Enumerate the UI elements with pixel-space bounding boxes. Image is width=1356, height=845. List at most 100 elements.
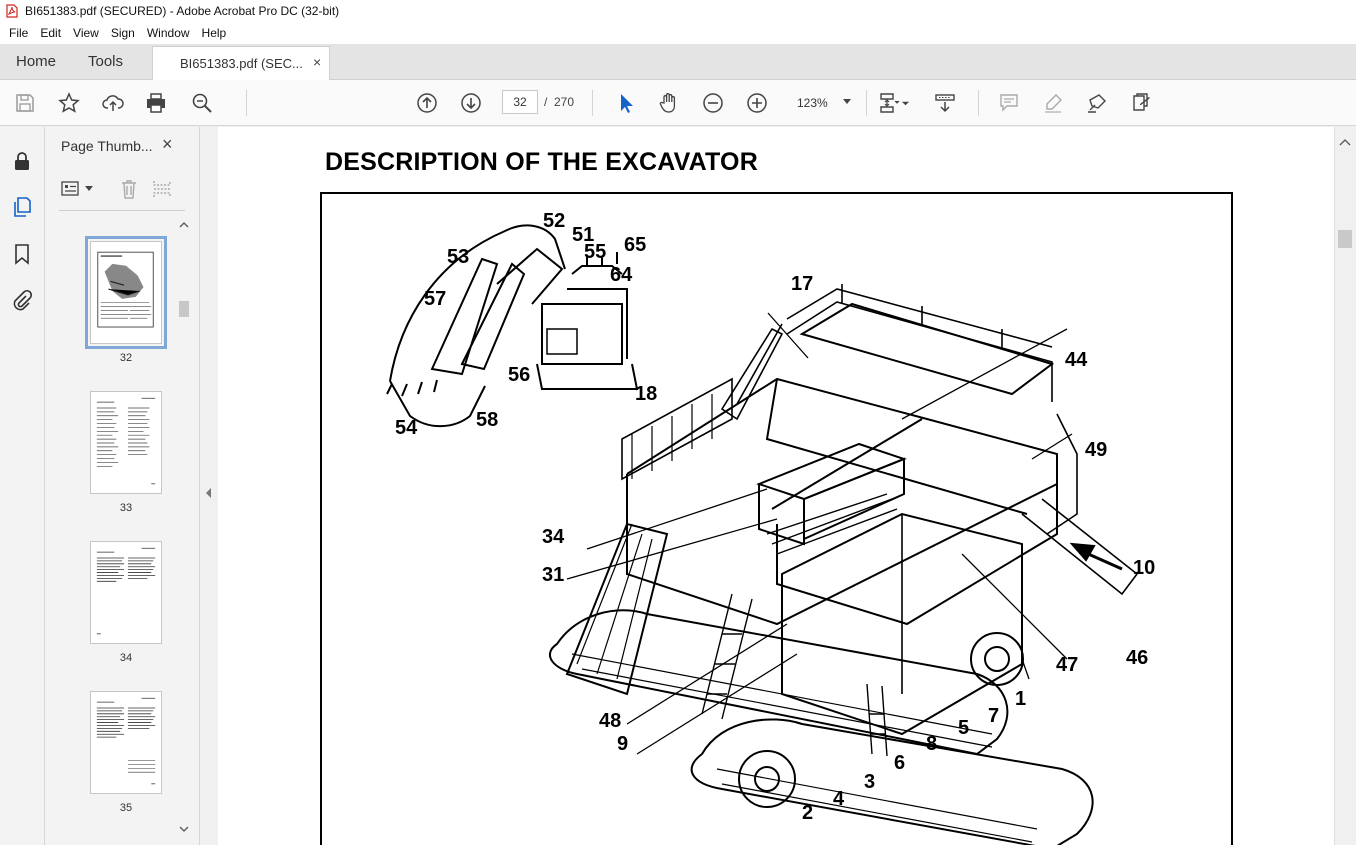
thumbnail-page-35[interactable]: [90, 691, 162, 794]
toolbar-divider: [592, 90, 593, 116]
zoom-out-icon[interactable]: [701, 91, 725, 115]
left-rail: [0, 127, 45, 845]
document-tab-label: BI651383.pdf (SEC...: [180, 56, 303, 71]
zoom-select[interactable]: 123%: [788, 90, 858, 114]
thumbnail-label: 34: [119, 652, 133, 664]
highlight-icon[interactable]: [1041, 91, 1065, 115]
comment-icon[interactable]: [997, 91, 1021, 115]
menu-file[interactable]: File: [9, 26, 29, 40]
save-icon[interactable]: [13, 91, 37, 115]
thumbnail-tools: [59, 177, 185, 201]
sign-icon[interactable]: [1085, 91, 1109, 115]
callout-8: 8: [926, 733, 938, 755]
thumbnail-page-32[interactable]: [85, 236, 167, 349]
callout-57: 57: [424, 288, 447, 310]
page-34-preview: [96, 547, 156, 635]
thumbnail-label: 35: [119, 802, 133, 814]
delete-icon[interactable]: [119, 179, 139, 199]
search-zoom-icon[interactable]: [190, 91, 214, 115]
fit-page-icon[interactable]: [877, 91, 901, 115]
menu-window[interactable]: Window: [146, 26, 190, 40]
star-icon[interactable]: [57, 91, 81, 115]
page-total: 270: [554, 95, 575, 109]
callout-3: 3: [864, 771, 876, 793]
callout-1: 1: [1015, 688, 1027, 710]
attachment-icon[interactable]: [10, 288, 34, 312]
document-scrollbar[interactable]: [1334, 127, 1356, 845]
callout-4: 4: [833, 788, 845, 810]
menu-edit[interactable]: Edit: [40, 26, 62, 40]
tab-bar: Home Tools BI651383.pdf (SEC... ×: [0, 44, 1356, 81]
menu-view[interactable]: View: [73, 26, 99, 40]
arrow-down-icon[interactable]: [459, 91, 483, 115]
page-number-input[interactable]: [502, 90, 538, 114]
close-panel-button[interactable]: ×: [162, 134, 173, 154]
callout-55: 55: [584, 241, 607, 263]
zoom-value: 123%: [797, 96, 828, 110]
menu-bar: File Edit View Sign Window Help: [0, 22, 1356, 44]
chevron-down-icon[interactable]: [898, 91, 912, 115]
excavator-figure: 52 51 55 65 53 64 57 56 54 58 17 44 18 4…: [320, 192, 1233, 845]
upload-icon[interactable]: [101, 91, 125, 115]
callout-18: 18: [635, 383, 658, 405]
callout-9: 9: [617, 733, 629, 755]
panel-divider: [59, 210, 185, 211]
close-tab-button[interactable]: ×: [313, 54, 322, 70]
toolbar-divider: [246, 90, 247, 116]
pdf-page: DESCRIPTION OF THE EXCAVATOR: [218, 127, 1334, 845]
chevron-down-icon: [843, 99, 851, 104]
callout-31: 31: [542, 564, 565, 586]
insert-page-icon[interactable]: [152, 179, 172, 199]
chevron-down-icon[interactable]: [85, 186, 93, 192]
menu-sign[interactable]: Sign: [110, 26, 135, 40]
document-view[interactable]: DESCRIPTION OF THE EXCAVATOR: [218, 127, 1334, 845]
thumbnail-page-33[interactable]: [90, 391, 162, 494]
tab-document[interactable]: BI651383.pdf (SEC... ×: [152, 46, 330, 81]
share-edit-icon[interactable]: [1129, 91, 1153, 115]
callout-49: 49: [1085, 439, 1108, 461]
callout-7: 7: [988, 705, 1000, 727]
tab-tools[interactable]: Tools: [88, 53, 124, 70]
collapse-panel-handle[interactable]: [200, 127, 218, 845]
toolbar: [0, 80, 1356, 126]
thumbnail-scrollbar[interactable]: [177, 219, 191, 839]
tab-home[interactable]: Home: [16, 53, 57, 70]
thumbnail-page-34[interactable]: [90, 541, 162, 644]
thumbnail-label: 33: [119, 502, 133, 514]
callout-65: 65: [624, 234, 647, 256]
callout-6: 6: [894, 752, 906, 774]
hand-icon[interactable]: [657, 91, 681, 115]
callout-10: 10: [1133, 557, 1156, 579]
callout-53: 53: [447, 246, 470, 268]
pages-icon[interactable]: [10, 195, 34, 219]
acrobat-pdf-icon: [6, 4, 18, 18]
thumbnail-options-icon[interactable]: [61, 180, 81, 198]
page-separator: /: [544, 95, 548, 109]
callout-54: 54: [395, 417, 418, 439]
page-35-preview: [96, 697, 156, 785]
bookmark-icon[interactable]: [10, 242, 34, 266]
print-icon[interactable]: [144, 91, 168, 115]
thumbnail-label: 32: [119, 352, 133, 364]
zoom-in-icon[interactable]: [745, 91, 769, 115]
callout-52: 52: [543, 210, 566, 232]
arrow-up-icon[interactable]: [415, 91, 439, 115]
excavator-drawing: [386, 224, 1139, 845]
scroll-mode-icon[interactable]: [933, 91, 957, 115]
window-title: BI651383.pdf (SECURED) - Adobe Acrobat P…: [25, 4, 340, 18]
bucket-cab-inset: [386, 224, 639, 428]
excavator-body: [549, 284, 1139, 845]
page-32-preview: [97, 251, 154, 328]
callout-5: 5: [958, 717, 970, 739]
select-cursor-icon[interactable]: [613, 91, 637, 115]
callout-2: 2: [802, 802, 814, 824]
lock-icon[interactable]: [10, 149, 34, 173]
callout-56: 56: [508, 364, 531, 386]
menu-help[interactable]: Help: [201, 26, 227, 40]
scrollbar-thumb[interactable]: [1338, 230, 1352, 248]
callout-34: 34: [542, 526, 565, 548]
callout-51: 51: [572, 224, 595, 246]
toolbar-divider: [978, 90, 979, 116]
chevron-up-icon[interactable]: [1338, 137, 1352, 147]
callout-17: 17: [791, 273, 814, 295]
